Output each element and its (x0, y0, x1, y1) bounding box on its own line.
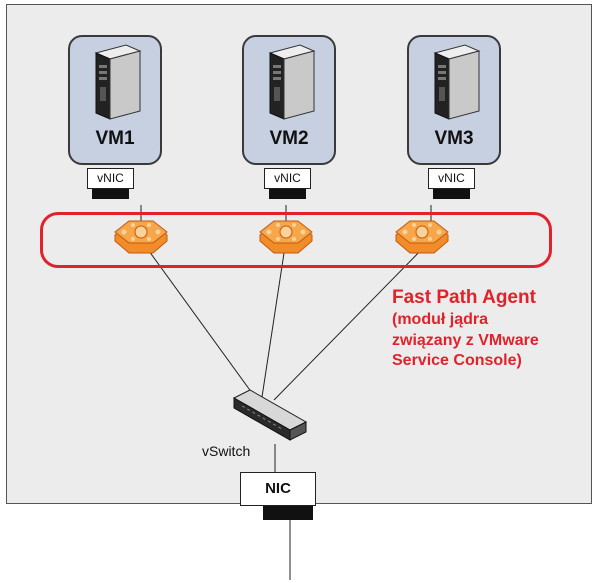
server-tower-icon (433, 44, 481, 120)
agent-hub-icon[interactable] (256, 219, 316, 259)
physical-nic[interactable]: NIC (240, 472, 316, 524)
vm3-box[interactable]: VM3 (407, 35, 501, 165)
vm2-box[interactable]: VM2 (242, 35, 336, 165)
fast-path-agent-outline (40, 212, 552, 268)
agent-title: Fast Path Agent (392, 287, 536, 308)
vnic-connector (92, 189, 129, 199)
server-tower-icon (94, 44, 142, 120)
vnic-label: vNIC (428, 168, 475, 189)
nic-label: NIC (240, 472, 316, 506)
vm1-label: VM1 (95, 128, 135, 149)
nic-connector (263, 506, 313, 520)
agent-desc-line2: związany z VMware (392, 331, 539, 349)
vnic-label: vNIC (264, 168, 311, 189)
fast-path-agent-description: Fast Path Agent (moduł jądra związany z … (392, 287, 539, 372)
agent-desc-line1: (moduł jądra (392, 310, 489, 328)
agent-hub-icon[interactable] (111, 219, 171, 259)
vswitch-label: vSwitch (202, 443, 251, 459)
agent-hub-icon[interactable] (392, 219, 452, 259)
vm3-vnic: vNIC (428, 168, 475, 199)
vnic-connector (433, 189, 470, 199)
vm2-label: VM2 (269, 128, 309, 149)
vm1-box[interactable]: VM1 (68, 35, 162, 165)
server-tower-icon (268, 44, 316, 120)
vm3-label: VM3 (434, 128, 474, 149)
vm2-vnic: vNIC (264, 168, 311, 199)
vm1-vnic: vNIC (87, 168, 134, 199)
agent-desc-line3: Service Console) (392, 352, 522, 370)
network-switch-icon[interactable] (230, 388, 310, 444)
vnic-label: vNIC (87, 168, 134, 189)
vnic-connector (269, 189, 306, 199)
